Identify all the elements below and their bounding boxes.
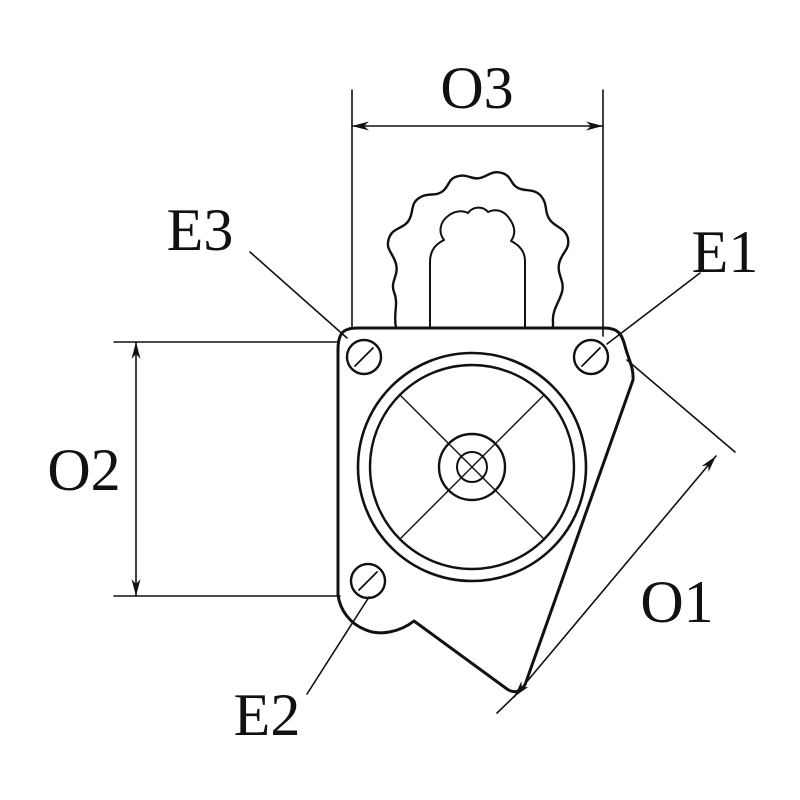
drawing-lines (113, 89, 736, 714)
screw-hole-e3 (345, 338, 383, 376)
center-hub-circle (437, 432, 507, 502)
label-o2: O2 (47, 437, 120, 503)
leader-e2 (306, 596, 370, 695)
leader-e3 (249, 251, 348, 339)
dimension-labels: O3 O2 O1 E3 E1 E2 (47, 55, 758, 748)
dim-o1-line (513, 455, 717, 698)
flange-outline (336, 326, 635, 694)
leader-e1 (606, 272, 701, 345)
housing-silhouette-inner (429, 206, 526, 329)
center-bore-circle (456, 451, 488, 483)
screw-hole-e1-tick (581, 347, 601, 367)
label-e3: E3 (167, 197, 234, 263)
centerline-diagonal-2 (400, 395, 544, 539)
label-o1: O1 (640, 569, 713, 635)
label-e2: E2 (234, 682, 301, 748)
label-o3: O3 (440, 55, 513, 121)
screw-hole-e3-tick (354, 347, 374, 367)
dim-o1-extension-top (626, 359, 736, 453)
screw-hole-e2-tick (358, 571, 378, 591)
screw-hole-e1 (572, 338, 610, 376)
housing-silhouette-outer (386, 171, 570, 330)
label-e1: E1 (692, 219, 759, 285)
